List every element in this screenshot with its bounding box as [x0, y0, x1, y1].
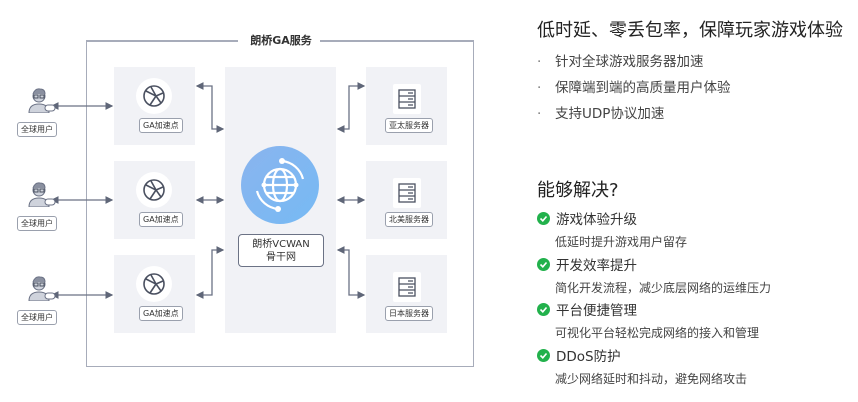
- check-circle-icon: [537, 257, 550, 271]
- frame-top-left: [86, 40, 238, 42]
- user-label: 全球用户: [17, 310, 57, 325]
- solution-title: 平台便捷管理: [556, 303, 637, 319]
- backbone-label-line1: 朗桥VCWAN: [252, 239, 310, 250]
- bullet-item: ·针对全球游戏服务器加速: [537, 54, 704, 70]
- solve-title: 能够解决?: [537, 180, 619, 201]
- bullet-dot-icon: ·: [537, 54, 542, 70]
- globe-sync-icon: [255, 158, 305, 212]
- user-avatar-icon: [26, 275, 56, 305]
- backbone-label: 朗桥VCWAN 骨干网: [238, 234, 324, 267]
- solution-item: 平台便捷管理: [537, 299, 637, 319]
- solution-desc: 低延时提升游戏用户留存: [555, 235, 688, 249]
- ga-globe-icon: [136, 266, 172, 302]
- check-circle-icon: [537, 302, 550, 316]
- server-label: 亚太服务器: [385, 118, 433, 133]
- check-circle-icon: [537, 211, 550, 225]
- solution-desc: 减少网络延时和抖动，避免网络攻击: [555, 372, 748, 386]
- backbone-globe: [241, 146, 319, 224]
- server-label: 北美服务器: [385, 212, 433, 227]
- ga-globe-icon: [136, 172, 172, 208]
- user-avatar-icon: [26, 87, 56, 117]
- solution-desc: 可视化平台轻松完成网络的接入和管理: [555, 326, 760, 340]
- bullet-dot-icon: ·: [537, 106, 542, 122]
- user-label: 全球用户: [17, 216, 57, 231]
- server-icon: [393, 84, 421, 114]
- solution-title: 开发效率提升: [556, 258, 637, 274]
- ga-globe-icon: [136, 78, 172, 114]
- frame-top-right: [320, 40, 474, 42]
- server-icon: [393, 272, 421, 302]
- ga-node-label: GA加速点: [139, 118, 183, 133]
- solution-item: DDoS防护: [537, 345, 621, 365]
- link-ga-hub-1: [195, 82, 225, 133]
- solution-item: 游戏体验升级: [537, 208, 637, 228]
- check-circle-icon: [537, 348, 550, 362]
- connectors: [50, 82, 366, 299]
- link-ga-hub-3: [195, 246, 225, 299]
- ga-node-label: GA加速点: [139, 306, 183, 321]
- user-label: 全球用户: [17, 122, 57, 137]
- bullet-item: ·支持UDP协议加速: [537, 106, 665, 122]
- backbone-label-line2: 骨干网: [266, 252, 296, 263]
- link-hub-srv-1: [336, 82, 366, 133]
- server-label: 日本服务器: [385, 306, 433, 321]
- frame-title: 朗桥GA服务: [250, 34, 312, 47]
- link-hub-srv-3: [336, 246, 366, 299]
- solution-item: 开发效率提升: [537, 254, 637, 274]
- solution-desc: 简化开发流程，减少底层网络的运维压力: [555, 281, 772, 295]
- solution-title: 游戏体验升级: [556, 212, 637, 228]
- ga-node-label: GA加速点: [139, 212, 183, 227]
- server-icon: [393, 178, 421, 208]
- panel-title: 低时延、零丢包率，保障玩家游戏体验: [537, 20, 843, 41]
- user-avatar-icon: [26, 181, 56, 211]
- bullet-item: ·保障端到端的高质量用户体验: [537, 80, 731, 96]
- solution-title: DDoS防护: [556, 349, 621, 365]
- bullet-dot-icon: ·: [537, 80, 542, 96]
